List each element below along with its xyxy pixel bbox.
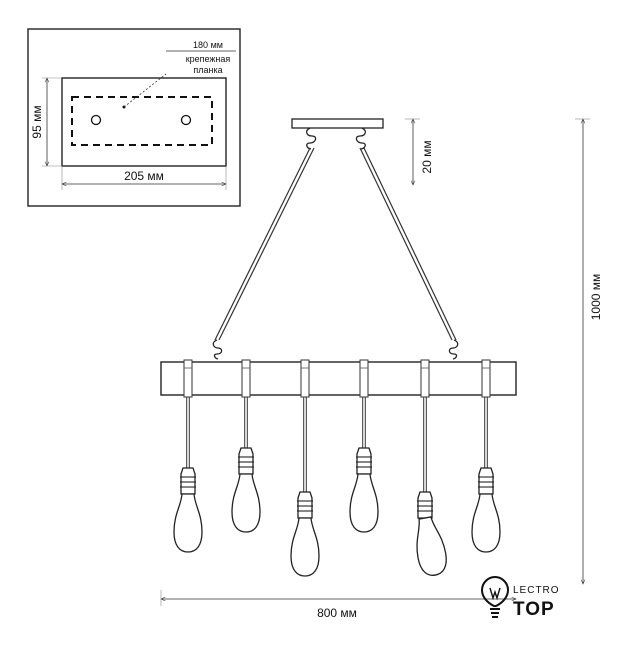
pendant-bulb [349,397,379,533]
rod-left-b [218,147,315,341]
pendant-bulb [290,397,320,577]
lamp-socket [356,447,372,475]
edison-bulb [290,517,320,577]
rod-right-a [359,147,453,341]
wooden-beam [160,359,517,398]
lamp-socket [478,467,494,495]
total-width-dimension: 800 мм [161,590,516,620]
beam-hook-right [448,339,459,360]
cord-straps [183,359,491,398]
leader-line [123,73,167,108]
plank-caption-line2: планка [193,65,222,75]
inset-height-label: 95 мм [30,105,44,138]
canopy-height-label: 20 мм [420,140,434,173]
lamp-socket [417,491,433,519]
lamp-socket [238,447,254,475]
mounting-hole-left [90,114,102,126]
pendant-bulbs [173,397,501,577]
ceiling-canopy [291,118,384,150]
lamp-socket [297,491,313,519]
rod-left-a [214,147,311,341]
logo-line1: LECTRO [513,585,560,596]
lightbulb-icon [480,575,510,618]
cord-strap [359,359,369,398]
inset-frame [27,28,241,207]
edison-bulb [416,516,447,576]
total-height-label: 1000 мм [589,274,603,321]
mounting-plank-dashed [71,96,213,146]
cord-strap [300,359,310,398]
edison-bulb [349,473,379,533]
inset-canopy-view: 180 мм крепежная планка 95 мм 205 мм [27,28,241,207]
pendant-bulb [416,397,447,576]
beam-hook-left [212,339,223,360]
rod-right-b [363,147,457,341]
cord-strap [481,359,491,398]
total-width-label: 800 мм [317,606,357,620]
edison-bulb [231,473,261,533]
logo-line2: TOP [513,599,555,620]
canopy-plate-outline [61,77,227,167]
mounting-hole-right [180,114,192,126]
pendant-bulb [231,397,261,533]
edison-bulb [173,493,203,553]
beam-body [160,361,517,396]
cord-strap [183,359,193,398]
lamp-socket [180,467,196,495]
canopy-hook-right [355,127,366,150]
pendant-bulb [173,397,203,553]
cord-strap [241,359,251,398]
plank-length-label: 180 мм [193,40,223,50]
cord-strap [420,359,430,398]
total-height-dimension: 1000 мм [575,119,603,584]
canopy-height-dimension: 20 мм [405,119,434,185]
suspension-rods [212,147,459,360]
edison-bulb [471,493,501,553]
canopy-hook-left [306,127,317,150]
pendant-bulb [471,397,501,553]
plank-caption-line1: крепежная [186,54,231,64]
inset-width-label: 205 мм [124,169,164,183]
electrotop-logo: LECTRO TOP [480,575,560,620]
canopy-plate [291,118,384,129]
